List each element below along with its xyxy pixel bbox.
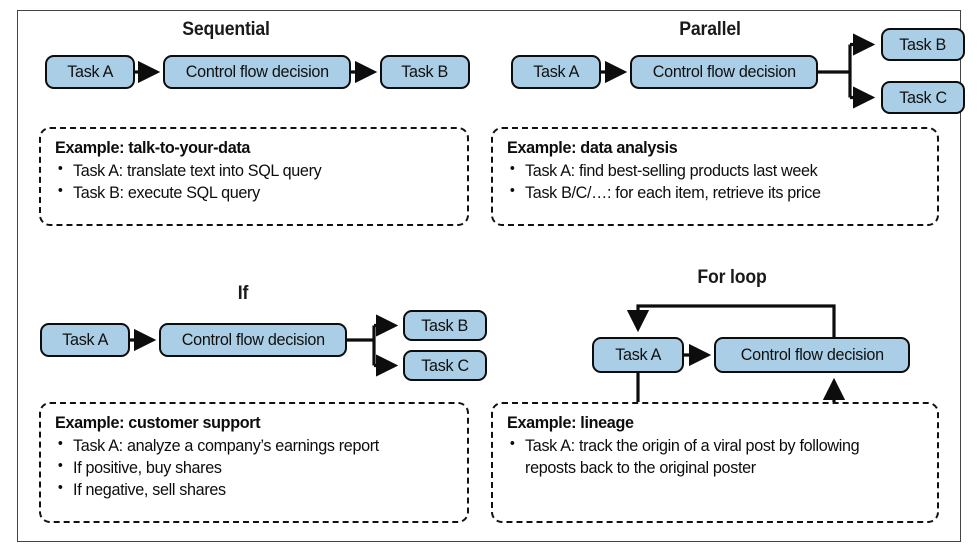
list-item: If negative, sell shares (55, 478, 435, 501)
node-task-b-parallel[interactable]: Task B (881, 28, 965, 61)
node-label: Task B (401, 62, 449, 81)
node-label: Task A (67, 62, 113, 81)
diagram-title-sequential: Sequential (182, 19, 270, 40)
node-label: Control flow decision (181, 330, 325, 349)
node-label: Task C (899, 87, 947, 107)
node-label: Task A (615, 345, 661, 364)
example-list: Task A: analyze a company’s earnings rep… (55, 434, 455, 501)
node-task-c-parallel[interactable]: Task C (881, 81, 965, 114)
diagram-sequential: Sequential Task A Control flow decision … (18, 11, 490, 121)
example-title: Example: data analysis (507, 138, 678, 157)
node-label: Control flow decision (740, 345, 884, 364)
node-label: Task B (421, 315, 469, 335)
node-label: Task A (533, 62, 579, 81)
example-box-data-analysis: Example: data analysis Task A: find best… (491, 127, 939, 226)
node-task-b-sequential[interactable]: Task B (380, 55, 470, 89)
node-label: Control flow decision (185, 62, 329, 81)
example-title: Example: lineage (507, 413, 634, 432)
list-item: Task B: execute SQL query (55, 181, 435, 204)
node-control-flow-parallel[interactable]: Control flow decision (630, 55, 818, 89)
example-box-talk-to-your-data: Example: talk-to-your-data Task A: trans… (39, 127, 469, 226)
list-item: Task A: find best-selling products last … (507, 159, 904, 182)
list-item: Task B/C/…: for each item, retrieve its … (507, 181, 904, 204)
example-box-lineage: Example: lineage Task A: track the origi… (491, 402, 939, 523)
figure-frame: Sequential Task A Control flow decision … (17, 10, 965, 542)
node-task-c-if[interactable]: Task C (403, 350, 487, 381)
node-label: Task C (421, 355, 469, 375)
example-title: Example: talk-to-your-data (55, 138, 251, 157)
example-title: Example: customer support (55, 413, 261, 432)
node-task-a-for-loop[interactable]: Task A (592, 337, 684, 373)
node-control-flow-sequential[interactable]: Control flow decision (163, 55, 351, 89)
node-task-a-parallel[interactable]: Task A (511, 55, 601, 89)
diagram-parallel: Parallel Task A Control flow decision Ta… (490, 11, 965, 121)
diagram-title-parallel: Parallel (679, 19, 741, 40)
node-label: Task A (62, 330, 108, 349)
diagram-for-loop: For loop Task A Control flow decision (490, 259, 962, 407)
diagram-title-for-loop: For loop (697, 267, 767, 288)
list-item: If positive, buy shares (55, 456, 435, 479)
node-task-b-if[interactable]: Task B (403, 310, 487, 341)
node-task-a-sequential[interactable]: Task A (45, 55, 135, 89)
list-item: Task A: analyze a company’s earnings rep… (55, 434, 435, 457)
example-list: Task A: find best-selling products last … (507, 159, 925, 204)
list-item: Task A: translate text into SQL query (55, 159, 435, 182)
diagram-if: If Task A Control flow decision Task B T… (18, 267, 490, 385)
diagram-title-if: If (237, 283, 249, 304)
node-task-a-if[interactable]: Task A (40, 323, 130, 357)
node-label: Control flow decision (652, 62, 796, 81)
node-label: Task B (899, 34, 947, 54)
node-control-flow-if[interactable]: Control flow decision (159, 323, 347, 357)
node-control-flow-for-loop[interactable]: Control flow decision (714, 337, 910, 373)
example-list: Task A: track the origin of a viral post… (507, 434, 925, 479)
example-box-customer-support: Example: customer support Task A: analyz… (39, 402, 469, 523)
list-item: Task A: track the origin of a viral post… (507, 434, 904, 479)
example-list: Task A: translate text into SQL query Ta… (55, 159, 455, 204)
